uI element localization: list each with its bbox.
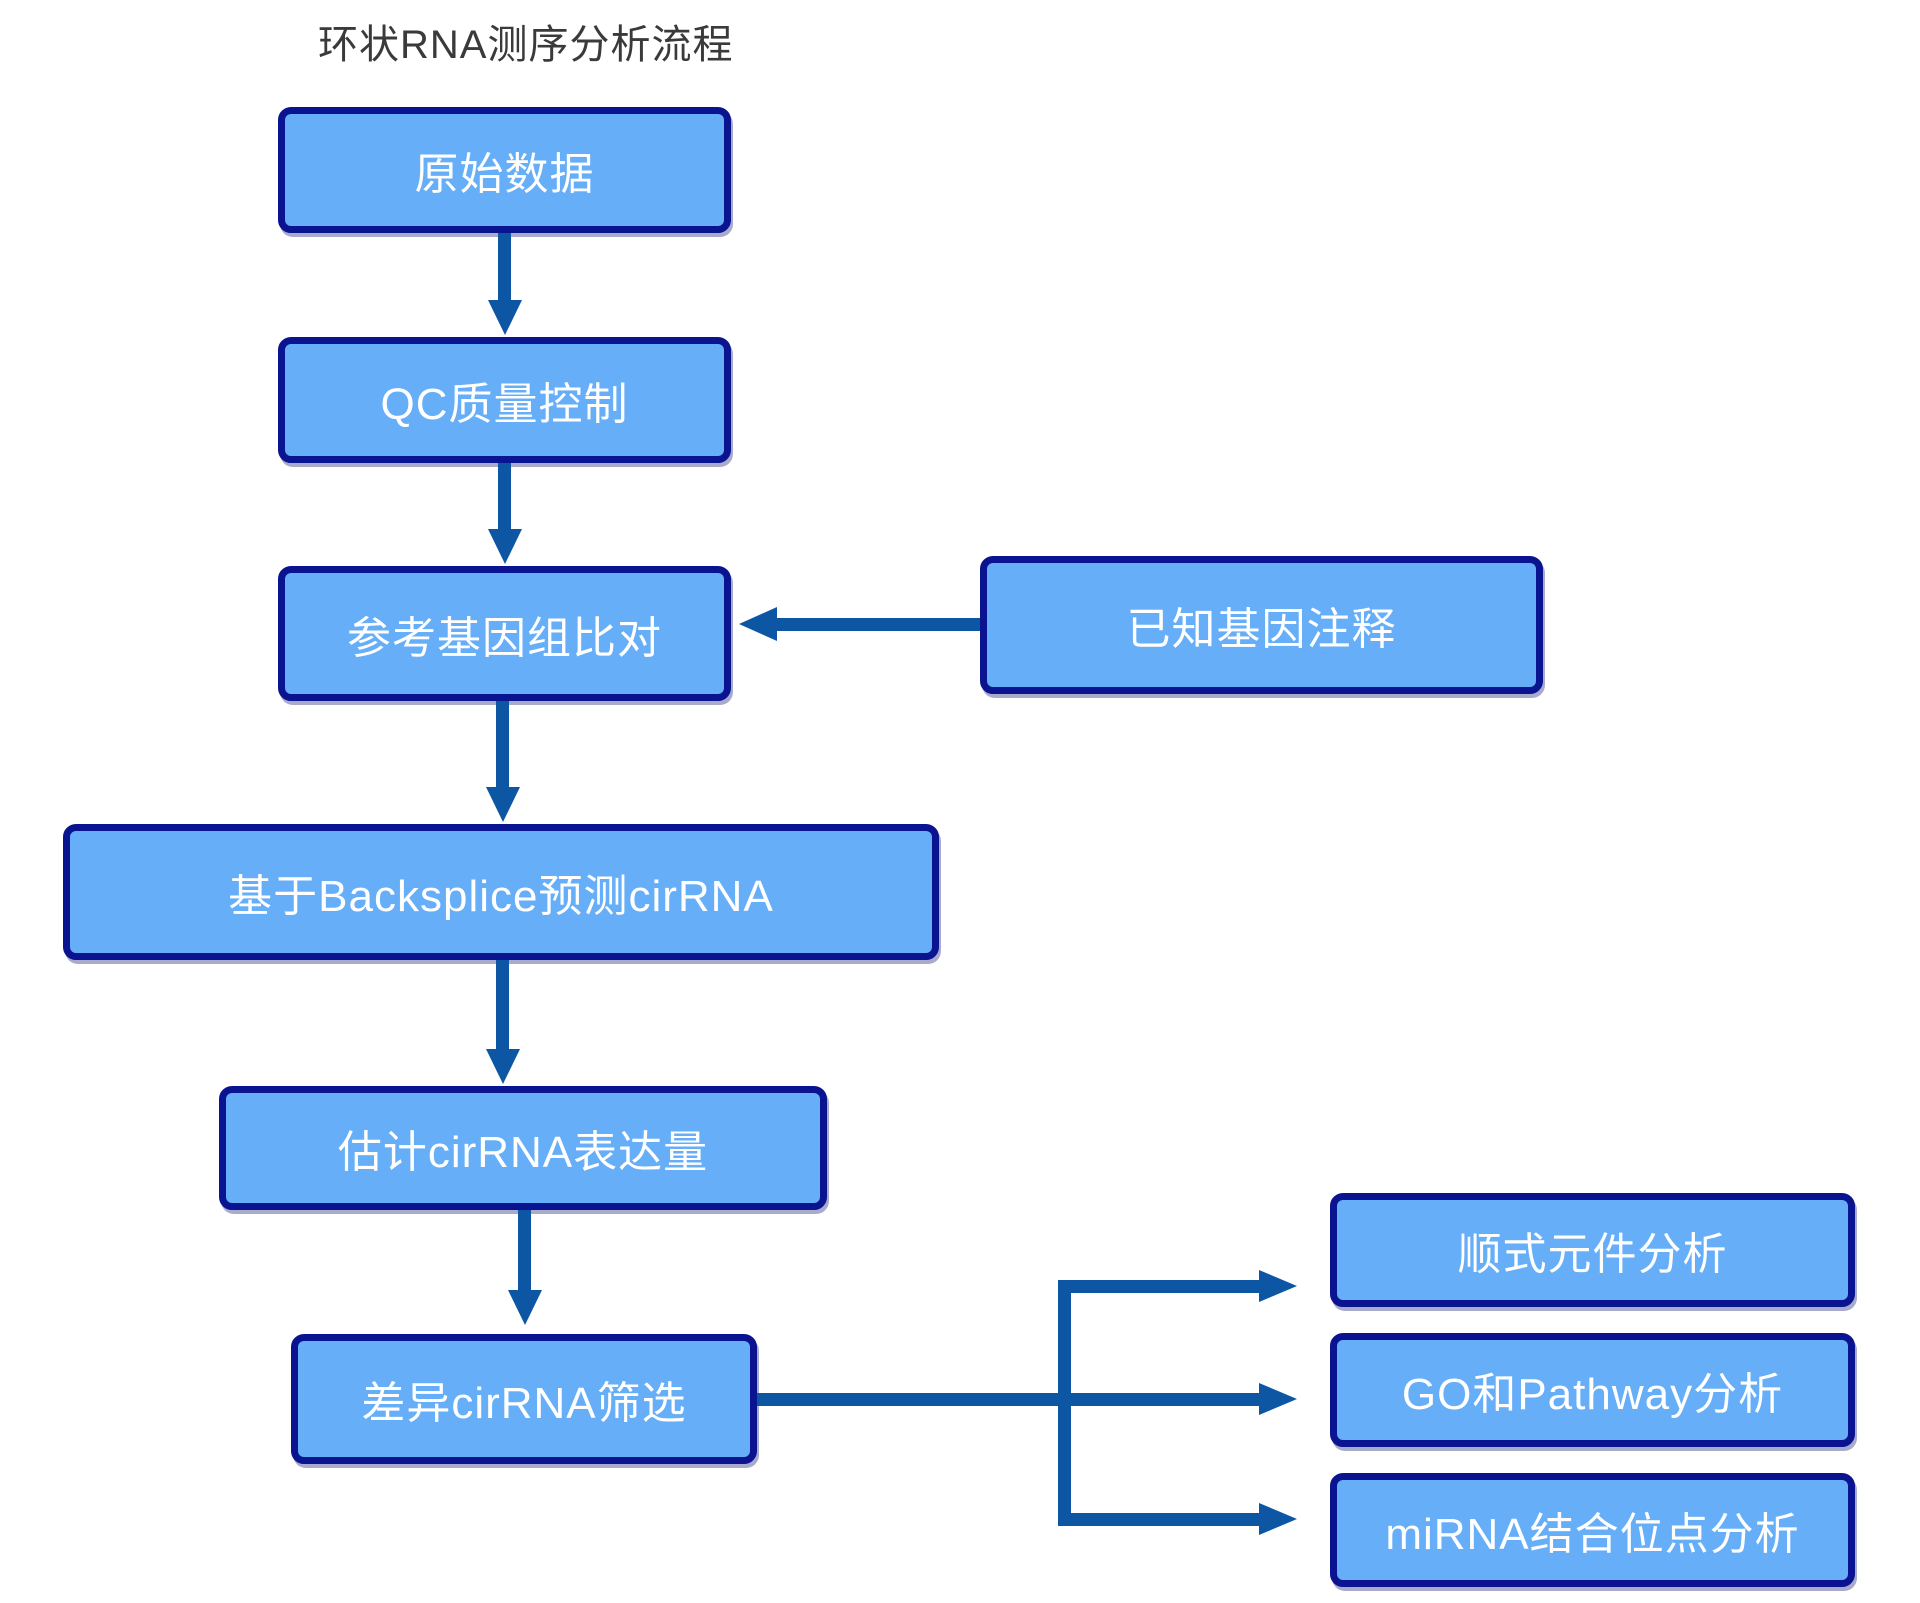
branch-bottom-line [1058, 1513, 1259, 1526]
branch-trunk-line [1058, 1280, 1071, 1526]
arrow-down-icon [488, 300, 522, 335]
branch-top-line [1058, 1280, 1259, 1293]
arrow-qc-to-alignment-stem [498, 463, 511, 529]
node-raw-data: 原始数据 [278, 107, 731, 233]
diagram-title: 环状RNA测序分析流程 [318, 23, 734, 67]
arrow-expression-to-diff-stem [518, 1210, 531, 1290]
node-expression-estimate-label: 估计cirRNA表达量 [337, 1128, 709, 1177]
arrow-raw-to-qc-stem [498, 233, 511, 300]
node-expression-estimate: 估计cirRNA表达量 [219, 1086, 827, 1210]
arrow-down-icon [508, 1290, 542, 1325]
node-cis-element-analysis-label: 顺式元件分析 [1457, 1230, 1728, 1279]
node-diff-screening: 差异cirRNA筛选 [291, 1334, 757, 1464]
node-backsplice-prediction: 基于Backsplice预测cirRNA [63, 824, 939, 960]
arrow-backsplice-to-expression-stem [496, 960, 509, 1049]
arrow-right-icon [1259, 1270, 1297, 1302]
node-raw-data-label: 原始数据 [414, 150, 595, 199]
node-alignment: 参考基因组比对 [278, 566, 731, 701]
node-diff-screening-label: 差异cirRNA筛选 [361, 1379, 687, 1428]
arrow-down-icon [488, 529, 522, 564]
node-go-pathway-analysis-label: GO和Pathway分析 [1401, 1370, 1784, 1419]
arrow-down-icon [486, 1049, 520, 1084]
node-go-pathway-analysis: GO和Pathway分析 [1330, 1333, 1855, 1447]
node-qc-label: QC质量控制 [380, 380, 629, 429]
node-known-gene-annotation: 已知基因注释 [980, 556, 1543, 694]
node-cis-element-analysis: 顺式元件分析 [1330, 1193, 1855, 1307]
node-mirna-binding-analysis: miRNA结合位点分析 [1330, 1473, 1855, 1587]
arrow-alignment-to-backsplice-stem [496, 701, 509, 787]
arrow-annotation-to-alignment-stem [777, 618, 980, 631]
node-mirna-binding-analysis-label: miRNA结合位点分析 [1385, 1510, 1800, 1559]
arrow-left-icon [739, 607, 777, 641]
arrow-right-icon [1259, 1383, 1297, 1415]
node-known-gene-annotation-label: 已知基因注释 [1126, 605, 1397, 654]
arrow-down-icon [486, 787, 520, 822]
branch-main-line [757, 1393, 1259, 1406]
arrow-right-icon [1259, 1503, 1297, 1535]
node-backsplice-prediction-label: 基于Backsplice预测cirRNA [228, 872, 774, 921]
node-alignment-label: 参考基因组比对 [347, 613, 662, 663]
node-qc: QC质量控制 [278, 337, 731, 463]
